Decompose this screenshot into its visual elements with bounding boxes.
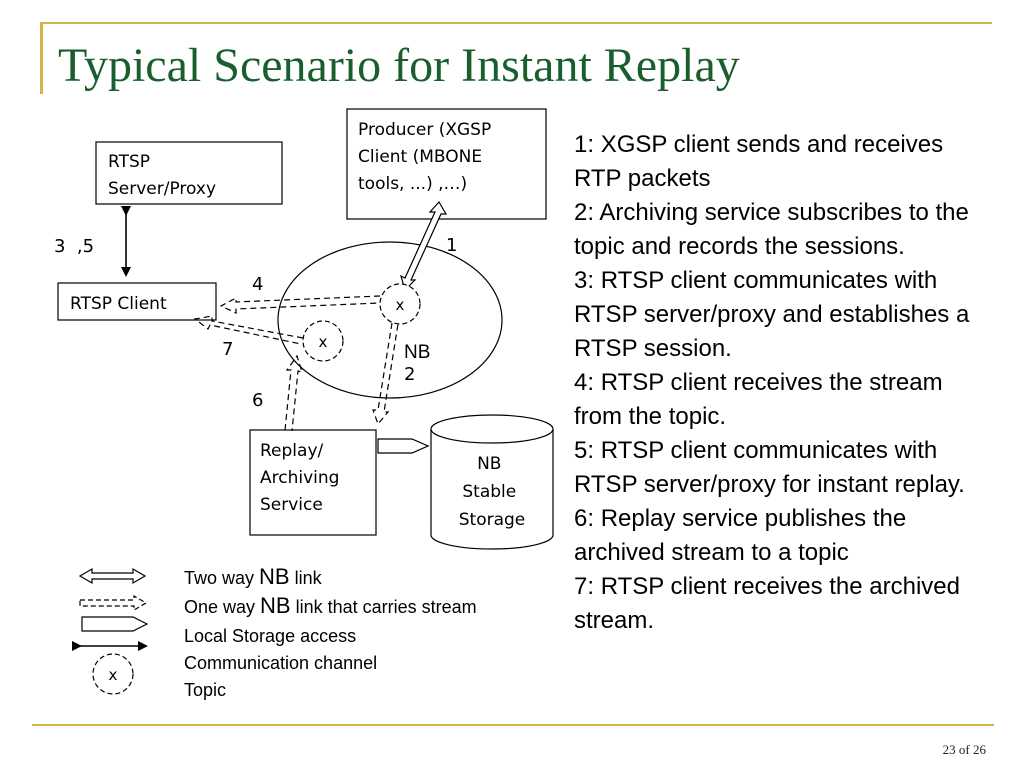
step6-publish-link — [284, 354, 303, 432]
rtsp-server-proxy-label: RTSP Server/Proxy — [108, 152, 216, 199]
topic-marker-upper-label: x — [396, 296, 405, 314]
step-description-6: 6: Replay service publishes the archived… — [574, 505, 907, 566]
rtsp-client-box — [57, 282, 217, 321]
storage-label: NB Stable Storage — [459, 454, 526, 530]
top-rule — [40, 22, 992, 24]
producer-label: Producer (XGSP Client (MBONE tools, ...)… — [358, 120, 497, 194]
legend-topic-label: Topic — [184, 680, 226, 700]
topic-marker-lower-label: x — [319, 333, 328, 351]
legend-symbols: x — [72, 567, 149, 695]
legend-one-way-label: One way NB link that carries stream — [184, 593, 477, 618]
replay-service-label: Replay/ Archiving Service — [260, 441, 345, 515]
local-storage-access-arrow — [377, 438, 430, 454]
step-label-2: 2 — [404, 364, 415, 385]
legend-two-way-symbol — [78, 567, 147, 585]
slide-title: Typical Scenario for Instant Replay — [58, 39, 740, 92]
nb-broker-cloud — [277, 241, 503, 399]
step-description-5: 5: RTSP client communicates with RTSP se… — [574, 437, 965, 498]
step-description-7: 7: RTSP client receives the archived str… — [574, 573, 960, 634]
step-label-6: 6 — [252, 390, 263, 411]
legend-topic-symbol — [92, 653, 134, 695]
rtsp-client-label: RTSP Client — [70, 294, 167, 314]
step-descriptions: 1: XGSP client sends and receives RTP pa… — [574, 128, 984, 638]
legend-one-way-symbol — [79, 594, 148, 612]
topic-marker-lower — [302, 320, 344, 362]
title-accent-bar — [40, 22, 43, 94]
step-description-1: 1: XGSP client sends and receives RTP pa… — [574, 131, 944, 192]
producer-box — [346, 108, 547, 220]
legend-communication-label: Communication channel — [184, 653, 377, 673]
step-description-4: 4: RTSP client receives the stream from … — [574, 369, 943, 430]
topic-marker-upper — [379, 283, 421, 325]
page-indicator: 23 of 26 — [942, 742, 986, 757]
nb-cloud-label: NB — [404, 342, 430, 363]
step-label-1: 1 — [446, 235, 457, 256]
legend-topic-symbol-label: x — [109, 666, 118, 684]
step-description-2: 2: Archiving service subscribes to the t… — [574, 199, 969, 260]
rtsp-server-proxy-box — [95, 141, 283, 205]
step7-stream-link — [193, 315, 304, 345]
replay-archiving-service-box — [249, 429, 377, 536]
legend-text: Two way NB link One way NB link that car… — [184, 564, 477, 700]
legend-local-storage-symbol — [81, 616, 149, 632]
legend-two-way-label: Two way NB link — [184, 564, 323, 589]
step-label-7: 7 — [222, 339, 233, 360]
step-label-3-5: 3 ,5 — [54, 236, 94, 257]
step-label-4: 4 — [252, 274, 263, 295]
step-description-3: 3: RTSP client communicates with RTSP se… — [574, 267, 970, 362]
step4-stream-link — [219, 295, 381, 314]
bottom-rule — [32, 724, 994, 726]
nb-stable-storage-cylinder — [430, 414, 554, 550]
legend-local-storage-label: Local Storage access — [184, 626, 356, 646]
step2-subscribe-link — [372, 322, 399, 426]
